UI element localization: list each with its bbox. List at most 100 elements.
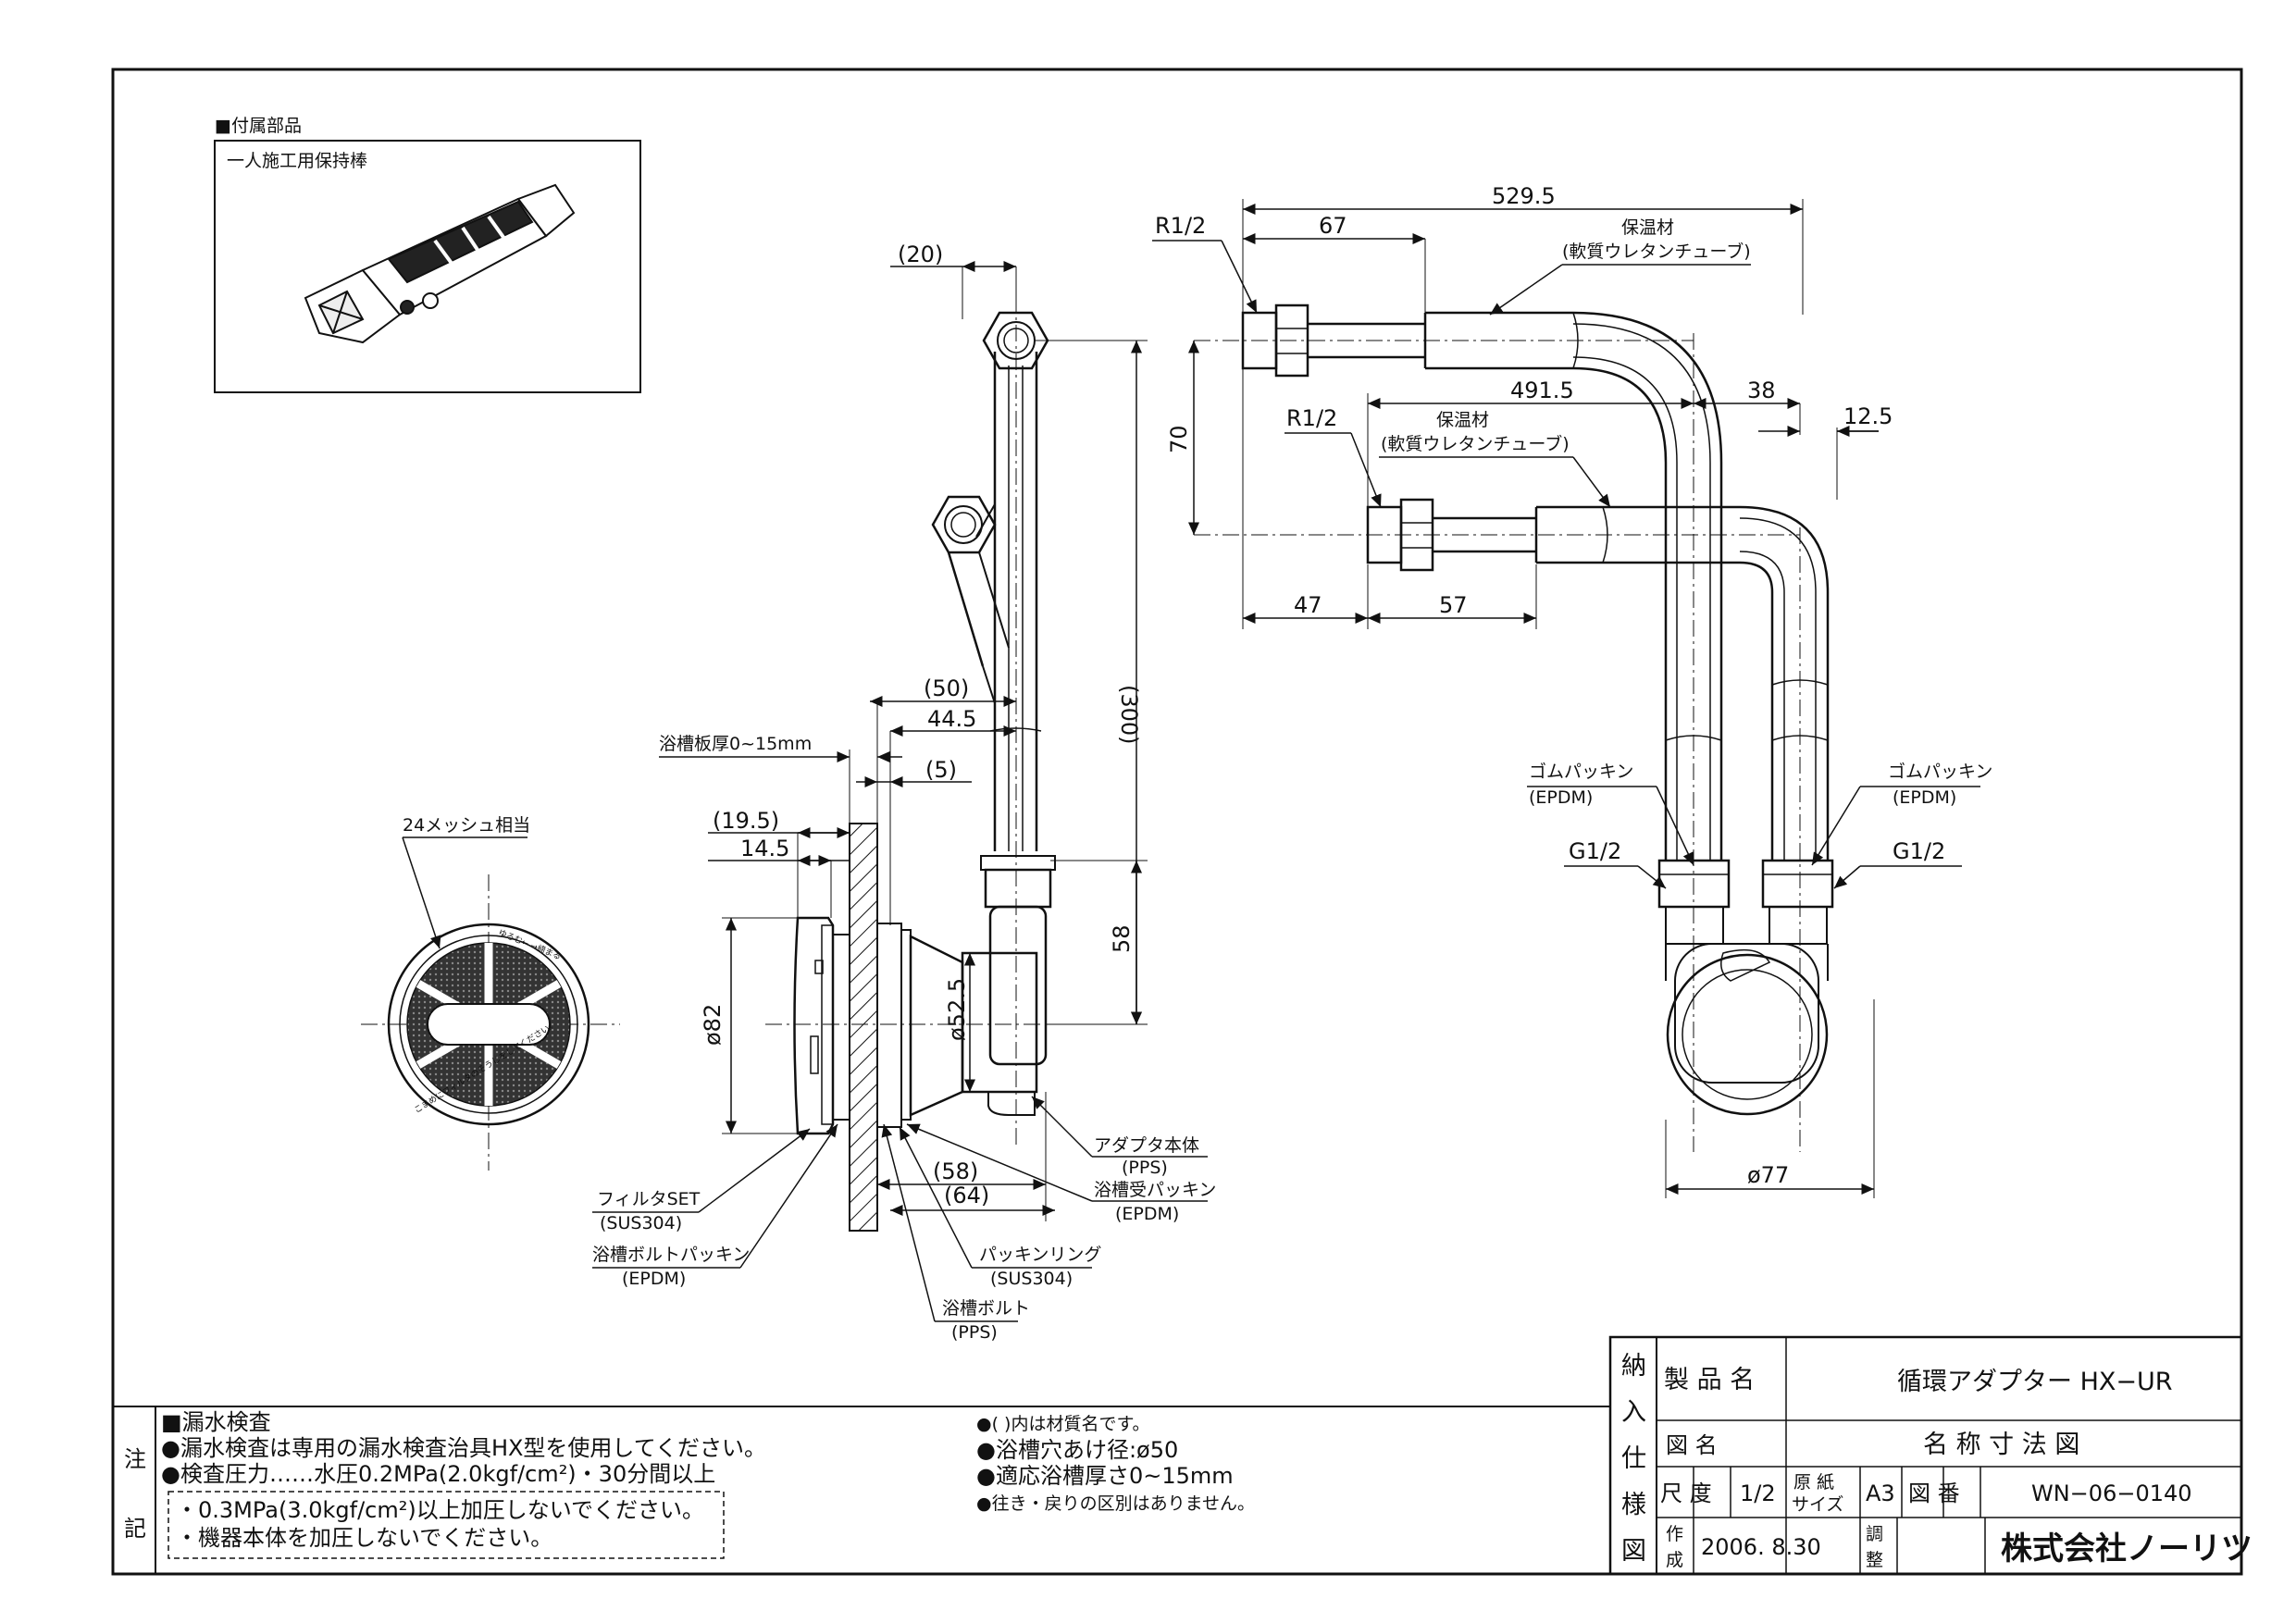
label-bolt-packing-mat: (EPDM) — [622, 1269, 686, 1289]
dim-70: 70 — [1166, 425, 1192, 453]
note-leak-1: ●漏水検査は専用の漏水検査治具HX型を使用してください。 — [161, 1435, 766, 1461]
label-adapter-body: アダプタ本体 — [1094, 1135, 1199, 1156]
tb-drawing-name: 名 称 寸 法 図 — [1923, 1431, 2079, 1459]
tb-adjusted-label-1: 調 — [1866, 1524, 1883, 1544]
tb-scale-value: 1/2 — [1740, 1481, 1776, 1506]
label-rubber-right: ゴムパッキン — [1888, 762, 1992, 782]
dim-52-5: ø52.5 — [944, 978, 970, 1041]
filter-cap — [793, 916, 835, 1135]
accessory-item: 一人施工用保持棒 — [227, 151, 367, 171]
tub-wall — [849, 823, 878, 1232]
tb-created-label-2: 成 — [1666, 1550, 1683, 1570]
tb-created-value: 2006. 8.30 — [1701, 1534, 1821, 1560]
tb-product-name: 循環アダプター HX−UR — [1897, 1368, 2173, 1396]
title-block: 納 入 仕 様 図 製 品 名 循環アダプター HX−UR 図 名 名 称 寸 … — [1608, 1335, 2253, 1576]
note-right-3: ●適応浴槽厚さ0~15mm — [976, 1463, 1234, 1489]
holding-rod-illustration — [304, 183, 576, 344]
tb-vertical-5: 図 — [1621, 1537, 1646, 1566]
label-insulation-2: 保温材 — [1436, 410, 1489, 430]
note-leak-title: ■漏水検査 — [161, 1409, 271, 1435]
label-r12-top: R1/2 — [1155, 213, 1206, 239]
dim-58: 58 — [1109, 924, 1135, 953]
dim-47: 47 — [1294, 592, 1322, 618]
tb-number-label: 図 番 — [1908, 1481, 1960, 1506]
tb-vertical-3: 仕 — [1621, 1444, 1646, 1473]
tb-paper-label-1: 原 紙 — [1793, 1472, 1834, 1493]
accessory-section: ■付属部品 一人施工用保持棒 — [214, 116, 641, 393]
lower-insulation — [1536, 505, 1830, 861]
front-adapter-body — [1665, 944, 1829, 981]
label-tub-bolt: 浴槽ボルト — [942, 1298, 1030, 1319]
dim-12-5: 12.5 — [1843, 403, 1893, 429]
label-bolt-packing: 浴槽ボルトパッキン — [592, 1245, 750, 1265]
second-nut — [931, 495, 997, 554]
dim-82: ø82 — [700, 1004, 726, 1046]
drawing-frame — [111, 68, 2243, 1576]
accessory-box — [214, 140, 641, 393]
dim-64p: (64) — [944, 1183, 989, 1208]
note-caution-1: ・0.3MPa(3.0kgf/cm²)以上加圧しないでください。 — [176, 1497, 704, 1523]
front-view: 529.5 67 491.5 38 12.5 70 47 57 ø77 — [1152, 183, 1992, 1198]
tb-adjusted-label-2: 整 — [1866, 1550, 1883, 1570]
tb-vertical-4: 様 — [1621, 1491, 1646, 1519]
dim-50: (50) — [924, 675, 969, 701]
tb-paper-label-2: サイズ — [1792, 1494, 1843, 1515]
tb-company: 株式会社ノーリツ — [2001, 1530, 2253, 1567]
note-caution-2: ・機器本体を加圧しないでください。 — [176, 1525, 552, 1551]
label-tub-thickness: 浴槽板厚0~15mm — [659, 734, 812, 754]
mesh-label: 24メッシュ相当 — [403, 815, 530, 836]
note-leak-2: ●検査圧力……水圧0.2MPa(2.0kgf/cm²)・30分間以上 — [161, 1461, 715, 1487]
notes-label-2: 記 — [124, 1516, 146, 1542]
filter-view: 24メッシュ相当 ゆるむ← →締まる こまめにフィルタのそうじをしてください。 — [361, 815, 620, 1171]
label-rubber-right-mat: (EPDM) — [1893, 787, 1956, 808]
dim-19-5: (19.5) — [713, 808, 779, 834]
label-rubber-left-mat: (EPDM) — [1529, 787, 1593, 808]
dim-77: ø77 — [1747, 1162, 1789, 1188]
tb-number-value: WN−06−0140 — [2031, 1481, 2192, 1506]
tb-vertical-1: 納 — [1621, 1352, 1646, 1381]
tb-drawing-label: 図 名 — [1666, 1432, 1718, 1458]
caution-box — [168, 1491, 725, 1559]
dim-44-5: 44.5 — [927, 706, 976, 732]
side-view: (20) (300) 58 (50) 44.5 (5) 浴槽板厚0~15mm (… — [592, 242, 1216, 1343]
label-receiver-packing-mat: (EPDM) — [1115, 1204, 1179, 1224]
label-g12-right: G1/2 — [1893, 838, 1945, 864]
label-tub-bolt-mat: (PPS) — [951, 1322, 998, 1343]
upper-insulation — [1425, 311, 1723, 861]
label-filter-set-mat: (SUS304) — [600, 1213, 682, 1233]
tb-scale-label: 尺 度 — [1660, 1481, 1712, 1506]
dim-300: (300) — [1116, 685, 1142, 745]
accessory-title: ■付属部品 — [215, 116, 302, 136]
dim-5: (5) — [925, 757, 957, 783]
note-right-2: ●浴槽穴あけ径:ø50 — [976, 1437, 1178, 1463]
label-g12-left: G1/2 — [1569, 838, 1621, 864]
top-nut — [982, 311, 1049, 370]
label-packing-ring: パッキンリング — [979, 1245, 1101, 1265]
label-adapter-body-mat: (PPS) — [1122, 1158, 1168, 1178]
vertical-pipe — [984, 868, 1052, 909]
dim-20: (20) — [898, 242, 943, 267]
label-insulation-1: 保温材 — [1621, 217, 1674, 238]
notes-label-1: 注 — [124, 1446, 146, 1472]
label-insulation-1-sub: (軟質ウレタンチューブ) — [1562, 241, 1751, 262]
dim-67: 67 — [1319, 213, 1347, 239]
dim-57: 57 — [1439, 592, 1468, 618]
tb-vertical-2: 入 — [1621, 1398, 1646, 1427]
label-r12-bottom: R1/2 — [1286, 405, 1337, 431]
dim-14-5: 14.5 — [740, 836, 789, 861]
dim-491-5: 491.5 — [1510, 378, 1574, 403]
label-rubber-left: ゴムパッキン — [1529, 762, 1633, 782]
tb-paper-value: A3 — [1866, 1481, 1895, 1506]
note-right-4: ●往き・戻りの区別はありません。 — [976, 1493, 1255, 1514]
dim-58p: (58) — [933, 1158, 978, 1184]
dim-38: 38 — [1747, 378, 1776, 403]
label-filter-set: フィルタSET — [597, 1189, 701, 1209]
tb-created-label-1: 作 — [1666, 1524, 1683, 1544]
label-packing-ring-mat: (SUS304) — [990, 1269, 1073, 1289]
dim-529-5: 529.5 — [1492, 183, 1556, 209]
tb-product-label: 製 品 名 — [1664, 1366, 1755, 1394]
label-receiver-packing: 浴槽受パッキン — [1094, 1180, 1216, 1200]
note-right-1: ●( )内は材質名です。 — [976, 1414, 1150, 1434]
label-insulation-2-sub: (軟質ウレタンチューブ) — [1381, 433, 1570, 454]
